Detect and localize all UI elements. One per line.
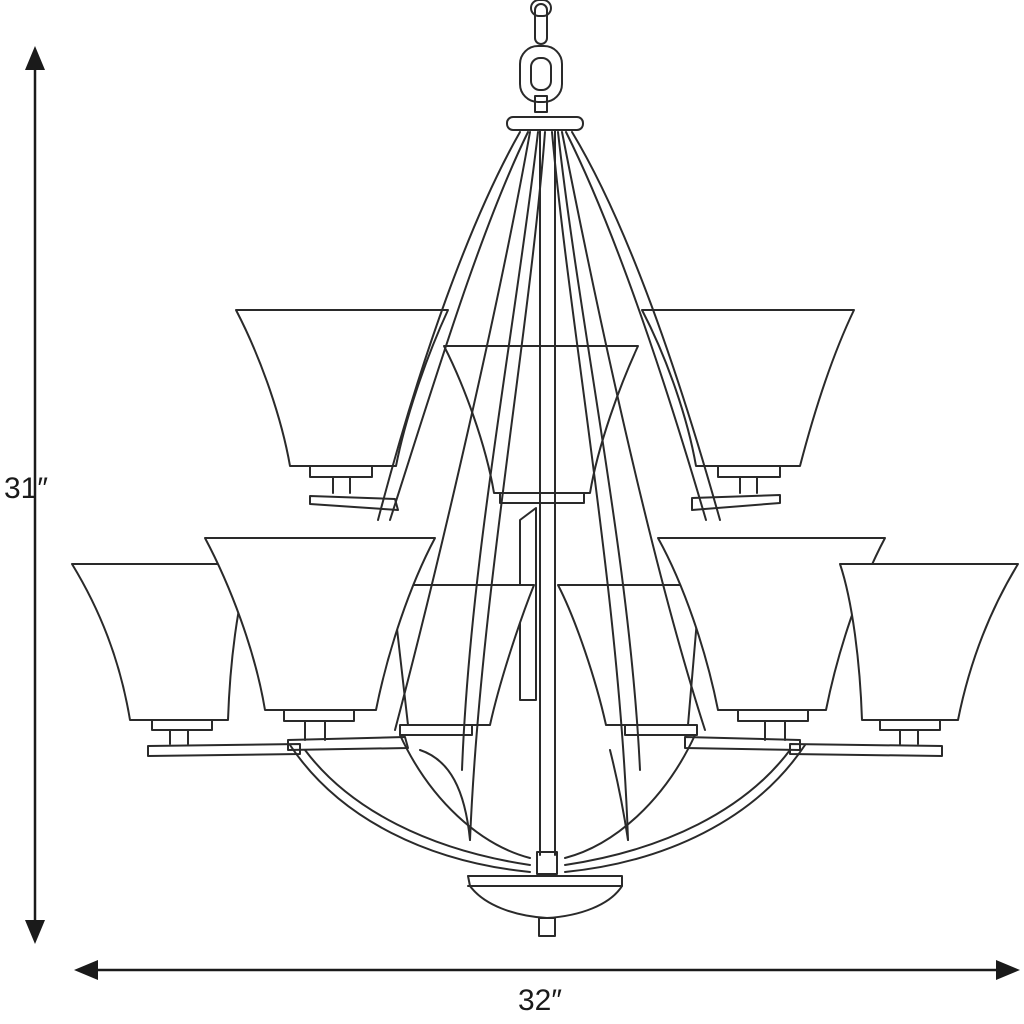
shade xyxy=(391,584,535,736)
bottom-bowl-finial xyxy=(467,851,623,937)
width-dimension-label: 32″ xyxy=(518,984,562,1017)
frame-arms xyxy=(377,131,721,841)
center-stem xyxy=(519,129,556,856)
shade xyxy=(789,563,1019,757)
width-dimension-arrow xyxy=(74,960,1020,980)
shade xyxy=(557,584,701,736)
bottom-tier-front-shades xyxy=(71,537,1019,757)
shade xyxy=(204,537,436,751)
shade xyxy=(235,309,449,511)
height-dimension-arrow xyxy=(25,46,45,944)
bottom-tier-rear-shades xyxy=(391,584,701,736)
hanging-chain xyxy=(519,0,563,113)
top-tier-shades xyxy=(235,309,855,511)
lower-sweep-arms xyxy=(289,734,806,873)
canopy-ring xyxy=(506,116,584,131)
height-dimension-label: 31″ xyxy=(4,472,48,505)
shade xyxy=(641,309,855,511)
